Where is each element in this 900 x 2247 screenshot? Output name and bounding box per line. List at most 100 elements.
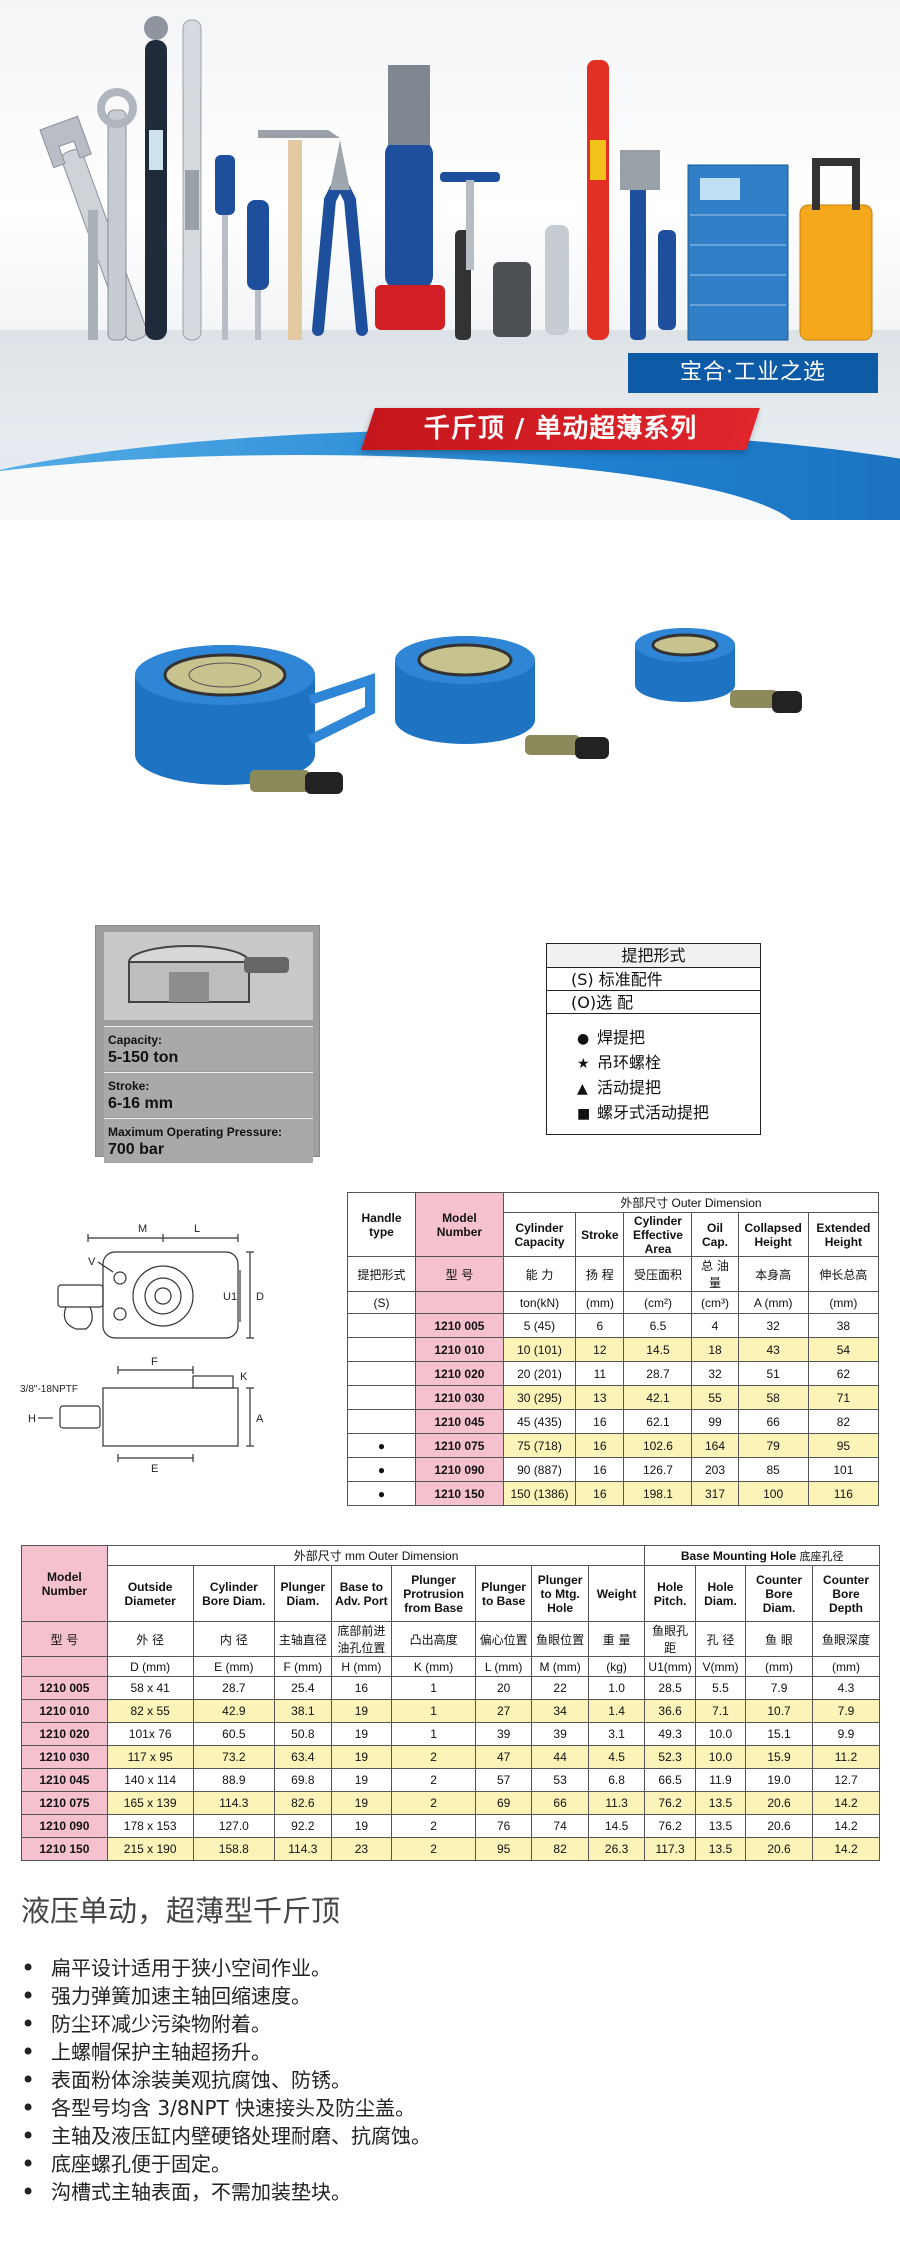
cell-extended: 116 <box>807 1481 880 1506</box>
label-a: A <box>256 1413 264 1425</box>
jack-cutaway-icon <box>104 932 313 1020</box>
cell-port: 19 <box>330 1699 393 1723</box>
label-port: 3/8"-18NPTF <box>20 1384 78 1395</box>
cell-od: 117 x 95 <box>106 1745 194 1769</box>
cell-od: 215 x 190 <box>106 1837 194 1861</box>
cell-model: 1210 005 <box>21 1676 108 1700</box>
cell-extended: 62 <box>807 1361 880 1386</box>
cell-cbdepth: 4.3 <box>812 1676 880 1700</box>
cell-collapsed: 85 <box>737 1457 809 1482</box>
group-outer: 外部尺寸 mm Outer Dimension <box>106 1545 646 1566</box>
handle-legend: 提把形式 (S) 标准配件 (O)选 配 ●焊提把 ★吊环螺栓 ▲活动提把 ■螺… <box>546 943 761 1135</box>
cell-extended: 101 <box>807 1457 880 1482</box>
cell-model: 1210 030 <box>415 1385 504 1410</box>
cell-extended: 82 <box>807 1409 880 1434</box>
star-icon: ★ <box>577 1056 590 1072</box>
col-area: Cylinder Effective Area <box>632 1213 683 1256</box>
cell-area: 14.5 <box>623 1337 693 1362</box>
capacity-table: Handle type Model Number 外部尺寸 Outer Dime… <box>346 1192 880 1506</box>
col-handle: Handle type <box>361 1210 402 1239</box>
cell-area: 126.7 <box>623 1457 693 1482</box>
cell-extended: 95 <box>807 1433 880 1458</box>
insulated-screwdriver-icon <box>587 60 609 340</box>
cell-bore: 158.8 <box>192 1837 276 1861</box>
triangle-icon: ▲ <box>577 1081 588 1097</box>
cell-od: 165 x 139 <box>106 1791 194 1815</box>
cell-capacity: 10 (101) <box>502 1337 577 1362</box>
cell-stroke: 6 <box>575 1313 625 1338</box>
cell-port: 19 <box>330 1814 393 1838</box>
legend-item: ▲活动提把 <box>577 1076 760 1101</box>
cell-model: 1210 075 <box>21 1791 108 1815</box>
cell-od: 82 x 55 <box>106 1699 194 1723</box>
cell-capacity: 45 (435) <box>502 1409 577 1434</box>
section-title: 液压单动，超薄型千斤顶 <box>21 1894 341 1928</box>
cell-cbd: 19.0 <box>745 1768 813 1792</box>
cell-stroke: 16 <box>575 1433 625 1458</box>
hydraulic-crimper-icon <box>375 65 445 330</box>
cell-stroke: 11 <box>575 1361 625 1386</box>
label-v: V <box>88 1256 96 1268</box>
jack-small-icon <box>635 628 802 713</box>
cell-model: 1210 150 <box>415 1481 504 1506</box>
cell-weight: 26.3 <box>587 1837 646 1861</box>
cell-oil: 18 <box>691 1337 739 1362</box>
cell-port: 23 <box>330 1837 393 1861</box>
feature-item: 底座螺孔便于固定。 <box>21 2150 431 2178</box>
cell-mtg: 44 <box>531 1745 589 1769</box>
cell-plunger: 82.6 <box>274 1791 332 1815</box>
cell-port: 19 <box>330 1768 393 1792</box>
product-photo <box>135 628 802 794</box>
cell-capacity: 75 (718) <box>502 1433 577 1458</box>
cell-pitch: 117.3 <box>644 1837 696 1861</box>
cell-model: 1210 045 <box>415 1409 504 1434</box>
dimension-table: Model Number 外部尺寸 mm Outer Dimension Bas… <box>21 1545 880 1861</box>
cell-model: 1210 090 <box>21 1814 108 1838</box>
cell-pitch: 36.6 <box>644 1699 696 1723</box>
cell-ptb: 69 <box>474 1791 533 1815</box>
cell-cbd: 20.6 <box>745 1837 813 1861</box>
cell-oil: 203 <box>691 1457 739 1482</box>
cell-handle: ● <box>346 1481 417 1506</box>
spec-card: Capacity: 5-150 ton Stroke: 6-16 mm Maxi… <box>95 925 320 1163</box>
cell-plunger: 50.8 <box>274 1722 332 1746</box>
cell-cbdepth: 7.9 <box>812 1699 880 1723</box>
dimension-diagram: M L V U1 D 3/8"-18NPTF F K A H E <box>20 1223 264 1475</box>
cell-pitch: 49.3 <box>644 1722 696 1746</box>
cell-model: 1210 030 <box>21 1745 108 1769</box>
cell-collapsed: 66 <box>737 1409 809 1434</box>
cell-plunger: 63.4 <box>274 1745 332 1769</box>
cell-weight: 11.3 <box>587 1791 646 1815</box>
label-e: E <box>151 1463 158 1475</box>
cell-hole: 7.1 <box>694 1699 747 1723</box>
group-base-cn: 底座孔径 <box>799 1549 844 1563</box>
cell-handle <box>346 1337 417 1362</box>
cell-cbd: 20.6 <box>745 1791 813 1815</box>
label-d: D <box>256 1291 264 1303</box>
cell-handle <box>346 1385 417 1410</box>
cell-ptb: 27 <box>474 1699 533 1723</box>
stroke-label: Stroke: <box>108 1079 150 1093</box>
cell-area: 198.1 <box>623 1481 693 1506</box>
cell-cbdepth: 14.2 <box>812 1791 880 1815</box>
legend-item: ■螺牙式活动提把 <box>577 1101 760 1126</box>
cell-bore: 127.0 <box>192 1814 276 1838</box>
col-model: Model Number <box>41 1569 88 1598</box>
cell-capacity: 90 (887) <box>502 1457 577 1482</box>
cell-capacity: 30 (295) <box>502 1385 577 1410</box>
cell-port: 19 <box>330 1791 393 1815</box>
cell-extended: 71 <box>807 1385 880 1410</box>
cell-mtg: 22 <box>531 1676 589 1700</box>
cell-model: 1210 090 <box>415 1457 504 1482</box>
cell-pitch: 76.2 <box>644 1814 696 1838</box>
cell-extended: 54 <box>807 1337 880 1362</box>
trolley-case-icon <box>799 158 873 341</box>
cell-model: 1210 020 <box>415 1361 504 1386</box>
cell-handle <box>346 1313 417 1338</box>
feature-list: 扁平设计适用于狭小空间作业。 强力弹簧加速主轴回缩速度。 防尘环减少污染物附着。… <box>21 1954 431 2206</box>
cell-stroke: 16 <box>575 1457 625 1482</box>
